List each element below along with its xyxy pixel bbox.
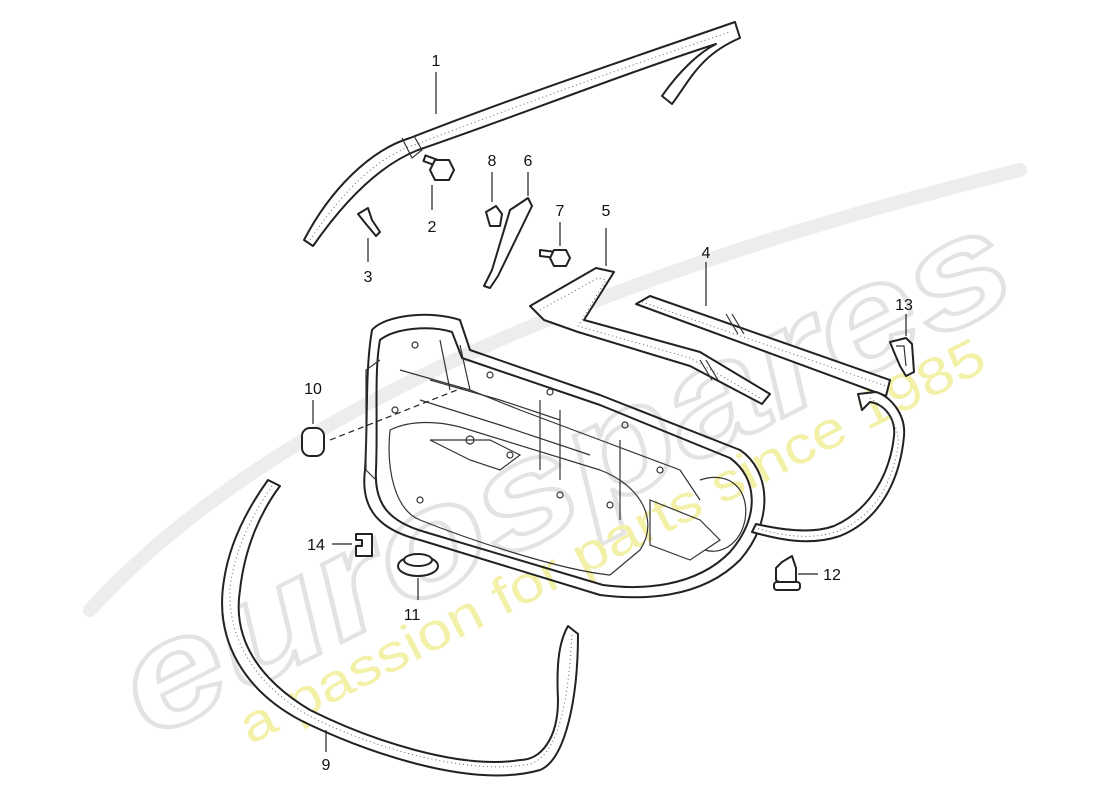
callout-4: 4 xyxy=(702,245,711,262)
part-10-plug xyxy=(301,387,463,457)
callout-1: 1 xyxy=(432,53,441,70)
door-seal-rear xyxy=(751,391,906,543)
callout-14: 14 xyxy=(307,537,325,554)
door-inner-panel xyxy=(363,313,766,599)
callout-11: 11 xyxy=(404,607,421,624)
part-13-bracket xyxy=(889,314,915,377)
callout-6: 6 xyxy=(524,153,533,170)
callout-labels: 1 2 3 4 5 6 7 8 9 10 11 12 13 14 xyxy=(304,53,913,774)
part-12-buffer xyxy=(773,555,818,591)
part-5-inner-window-seal xyxy=(529,228,771,405)
part-11-grommet xyxy=(397,553,439,600)
part-1-window-frame-seal xyxy=(303,21,741,247)
callout-8: 8 xyxy=(488,153,497,170)
part-7-screw xyxy=(539,222,571,267)
callout-2: 2 xyxy=(428,219,437,236)
part-8-small-clip xyxy=(485,172,503,227)
callout-3: 3 xyxy=(364,269,373,286)
callout-10: 10 xyxy=(304,381,322,398)
part-4-belt-seal xyxy=(635,262,891,397)
callout-5: 5 xyxy=(602,203,611,220)
callout-7: 7 xyxy=(556,203,565,220)
part-14-clip xyxy=(332,533,373,557)
part-9-door-seal-lower xyxy=(221,479,579,777)
part-3-clip xyxy=(357,207,381,262)
callout-9: 9 xyxy=(322,757,331,774)
callout-13: 13 xyxy=(895,297,913,314)
part-2-bolt xyxy=(422,154,455,210)
callout-12: 12 xyxy=(823,567,841,584)
part-6-trim-strip xyxy=(483,172,533,289)
